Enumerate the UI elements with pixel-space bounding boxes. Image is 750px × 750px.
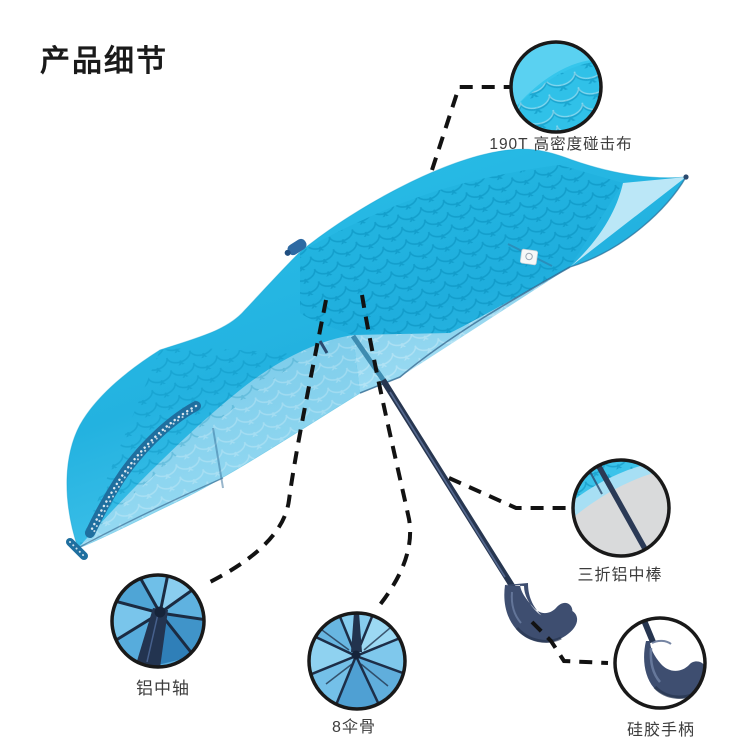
fabric-detail-circle <box>509 40 603 134</box>
ferrule <box>284 238 307 256</box>
ribs-detail-circle <box>307 611 407 711</box>
callout-label-ribs: 8伞骨 <box>332 719 376 736</box>
callout-label-shaft: 三折铝中棒 <box>577 567 663 584</box>
umbrella-handle <box>504 583 578 643</box>
canopy-tag <box>519 248 539 266</box>
page-title: 产品细节 <box>40 45 168 78</box>
callout-line-ribs <box>360 294 413 608</box>
shaft-detail-circle <box>571 458 671 558</box>
rib-tip-right <box>683 174 689 180</box>
callout-line-shaft <box>448 476 566 510</box>
callout-line-handle <box>530 620 609 665</box>
callout-label-handle: 硅胶手柄 <box>626 722 696 739</box>
dotted-rib-band <box>66 401 201 560</box>
callout-label-fabric: 190T 高密度碰击布 <box>489 136 633 153</box>
umbrella-shaft <box>350 334 517 591</box>
callout-line-fabric <box>430 85 510 171</box>
callout-label-center-pole: 铝中轴 <box>136 679 190 698</box>
callout-line-center-pole <box>203 299 328 587</box>
center-pole-detail-circle <box>110 573 206 669</box>
umbrella-canopy <box>66 148 689 551</box>
handle-detail-circle <box>613 616 707 710</box>
